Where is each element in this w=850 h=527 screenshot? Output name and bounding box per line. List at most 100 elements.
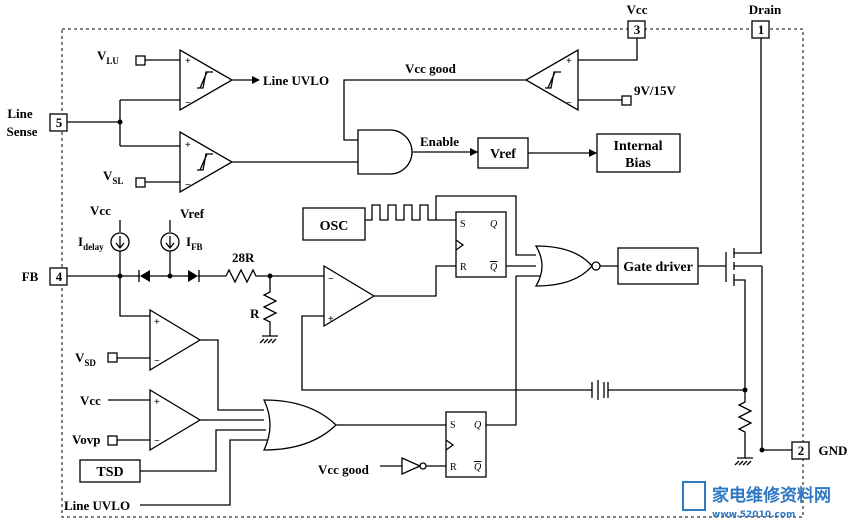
svg-text:Q: Q	[474, 420, 482, 431]
watermark: 家电维修资料网 www.52010.com	[682, 481, 831, 520]
flipflop-2: S R Q Q	[445, 411, 487, 478]
internal-bias-block	[596, 133, 681, 173]
vref-source-label: Vref	[180, 206, 205, 221]
vovp-label: Vovp	[72, 432, 100, 447]
svg-text:S: S	[450, 420, 456, 431]
pin-2-label: GND	[819, 443, 848, 458]
svg-text:5: 5	[56, 115, 63, 130]
osc-block	[302, 207, 366, 241]
vovp-terminal	[107, 435, 118, 446]
diode-1	[138, 270, 150, 282]
vsl-terminal	[135, 177, 146, 188]
svg-text:+: +	[154, 317, 160, 328]
power-mosfet	[725, 248, 762, 300]
arrow-icon	[589, 149, 597, 157]
svg-text:R: R	[460, 262, 467, 273]
svg-text:Bias: Bias	[625, 156, 651, 171]
vcc-good-comparator: + −	[524, 48, 579, 112]
svg-text:Q: Q	[490, 219, 498, 230]
svg-text:TSD: TSD	[96, 465, 123, 480]
ifb-label: IFB	[186, 234, 203, 252]
svg-text:R: R	[450, 462, 457, 473]
svg-text:www.52010.com: www.52010.com	[712, 510, 795, 520]
pin-2-gnd: 2 GND	[791, 441, 848, 460]
vcc-source-label: Vcc	[90, 203, 111, 218]
svg-text:−: −	[566, 98, 572, 109]
svg-text:−: −	[328, 274, 334, 285]
enable-and-gate	[357, 129, 413, 175]
svg-text:+: +	[185, 56, 191, 67]
vcc-good-input-label: Vcc good	[318, 462, 370, 477]
arrow-icon	[470, 148, 478, 156]
ovp-comparator: + −	[149, 388, 202, 452]
svg-text:1: 1	[758, 22, 765, 37]
vsl-label: VSL	[103, 168, 123, 186]
pin-5-label-line1: Line	[7, 106, 33, 121]
pwm-comparator: − +	[323, 264, 376, 328]
svg-text:Gate driver: Gate driver	[623, 260, 693, 275]
hysteresis-icon	[197, 153, 213, 171]
pin-3-vcc: 3 Vcc	[627, 2, 648, 39]
vcc-good-label: Vcc good	[405, 61, 457, 76]
vsl-comparator: + −	[179, 130, 234, 194]
pin-4-label: FB	[22, 269, 39, 284]
svg-text:−: −	[185, 98, 191, 109]
junction-dot	[117, 119, 123, 125]
vcc-ovp-label: Vcc	[80, 393, 101, 408]
svg-text:Q: Q	[490, 262, 498, 273]
idelay-label: Idelay	[78, 234, 104, 252]
ground-icon	[259, 335, 278, 344]
pin-5-line-sense: 5 Line Sense	[6, 106, 68, 139]
svg-text:S: S	[460, 219, 466, 230]
pin-4-fb: 4 FB	[22, 267, 68, 286]
resistor-r-label: R	[250, 306, 260, 321]
diode-2	[188, 270, 200, 282]
line-sense-wire	[67, 99, 180, 147]
9v-15v-label: 9V/15V	[634, 83, 677, 98]
flipflop-1: S R Q Q	[455, 211, 507, 278]
sense-resistor	[737, 300, 753, 450]
pin-1-label: Drain	[749, 2, 782, 17]
vlu-label: VLU	[97, 48, 119, 66]
svg-text:2: 2	[798, 443, 805, 458]
line-uvlo-input-label: Line UVLO	[64, 498, 130, 513]
svg-text:4: 4	[56, 269, 63, 284]
protection-or-gate	[262, 399, 337, 451]
vsd-label: VSD	[75, 350, 96, 368]
svg-text:Internal: Internal	[614, 139, 663, 154]
svg-text:OSC: OSC	[320, 219, 349, 234]
inverter	[401, 456, 422, 476]
9v-15v-terminal	[621, 95, 632, 106]
arrow-icon	[165, 236, 175, 250]
line-uvlo-comparator: + −	[179, 48, 234, 112]
svg-text:家电维修资料网: 家电维修资料网	[712, 485, 831, 506]
svg-text:−: −	[154, 436, 160, 447]
resistor-r	[262, 276, 278, 336]
pin-5-label-line2: Sense	[6, 124, 37, 139]
svg-text:−: −	[185, 180, 191, 191]
vsd-comparator: + −	[149, 308, 202, 372]
resistor-28r-label: 28R	[232, 250, 255, 265]
hysteresis-icon	[545, 71, 561, 89]
svg-text:3: 3	[634, 22, 641, 37]
vref-block	[477, 137, 529, 169]
svg-text:+: +	[328, 314, 334, 325]
pin-3-label: Vcc	[627, 2, 648, 17]
svg-text:Q: Q	[474, 462, 482, 473]
svg-text:+: +	[566, 56, 572, 67]
enable-label: Enable	[420, 134, 459, 149]
hysteresis-icon	[197, 71, 213, 89]
svg-text:+: +	[185, 140, 191, 151]
pin-1-drain: 1 Drain	[749, 2, 782, 39]
arrow-icon	[252, 76, 260, 84]
gate-driver-block	[617, 247, 699, 285]
resistor-28r	[225, 268, 324, 284]
svg-text:+: +	[154, 397, 160, 408]
vsd-terminal	[107, 352, 118, 363]
svg-text:Vref: Vref	[490, 147, 516, 162]
ground-icon	[734, 450, 753, 466]
svg-text:−: −	[154, 356, 160, 367]
arrow-icon	[115, 236, 125, 250]
